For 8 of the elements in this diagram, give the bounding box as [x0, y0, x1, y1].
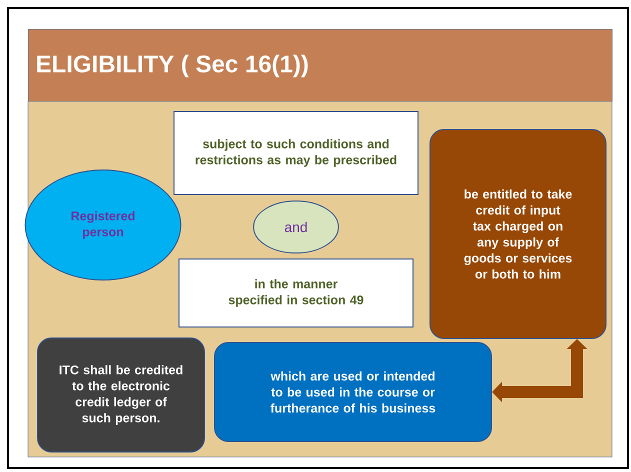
rounded-box: which are used or intended to be used in the course or furtherance of his business [214, 342, 492, 442]
rounded-box: be entitled to take credit of input tax charged on any supply of goods or services or both to him [430, 129, 606, 339]
text-box: in the manner specified in section 49 [178, 258, 414, 328]
title-banner: ELIGIBILITY ( Sec 16(1)) [28, 29, 612, 102]
ellipse-node: and [253, 200, 339, 254]
text-box: subject to such conditions and restrictions as may be prescribed [174, 111, 418, 195]
ellipse-node: Registered person [24, 170, 182, 280]
rounded-box: ITC shall be credited to the electronic credit ledger of such person. [37, 338, 205, 452]
